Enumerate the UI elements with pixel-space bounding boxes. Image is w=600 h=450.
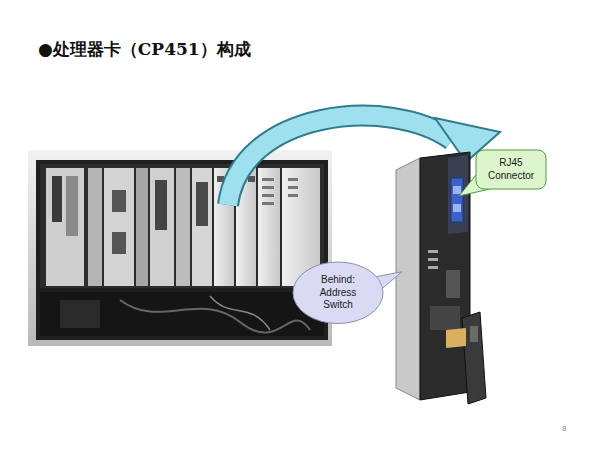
callout-text: Behind: Address Switch	[313, 274, 363, 312]
callout-text: RJ45 Connector	[483, 157, 539, 182]
callout-bubble: RJ45 Connector	[476, 150, 546, 189]
page-number: 8	[562, 424, 566, 433]
callout-ellipse: Behind: Address Switch	[293, 262, 383, 324]
rack-photo	[28, 150, 332, 346]
slide-title: ●处理器卡（CP451）构成	[38, 38, 251, 61]
